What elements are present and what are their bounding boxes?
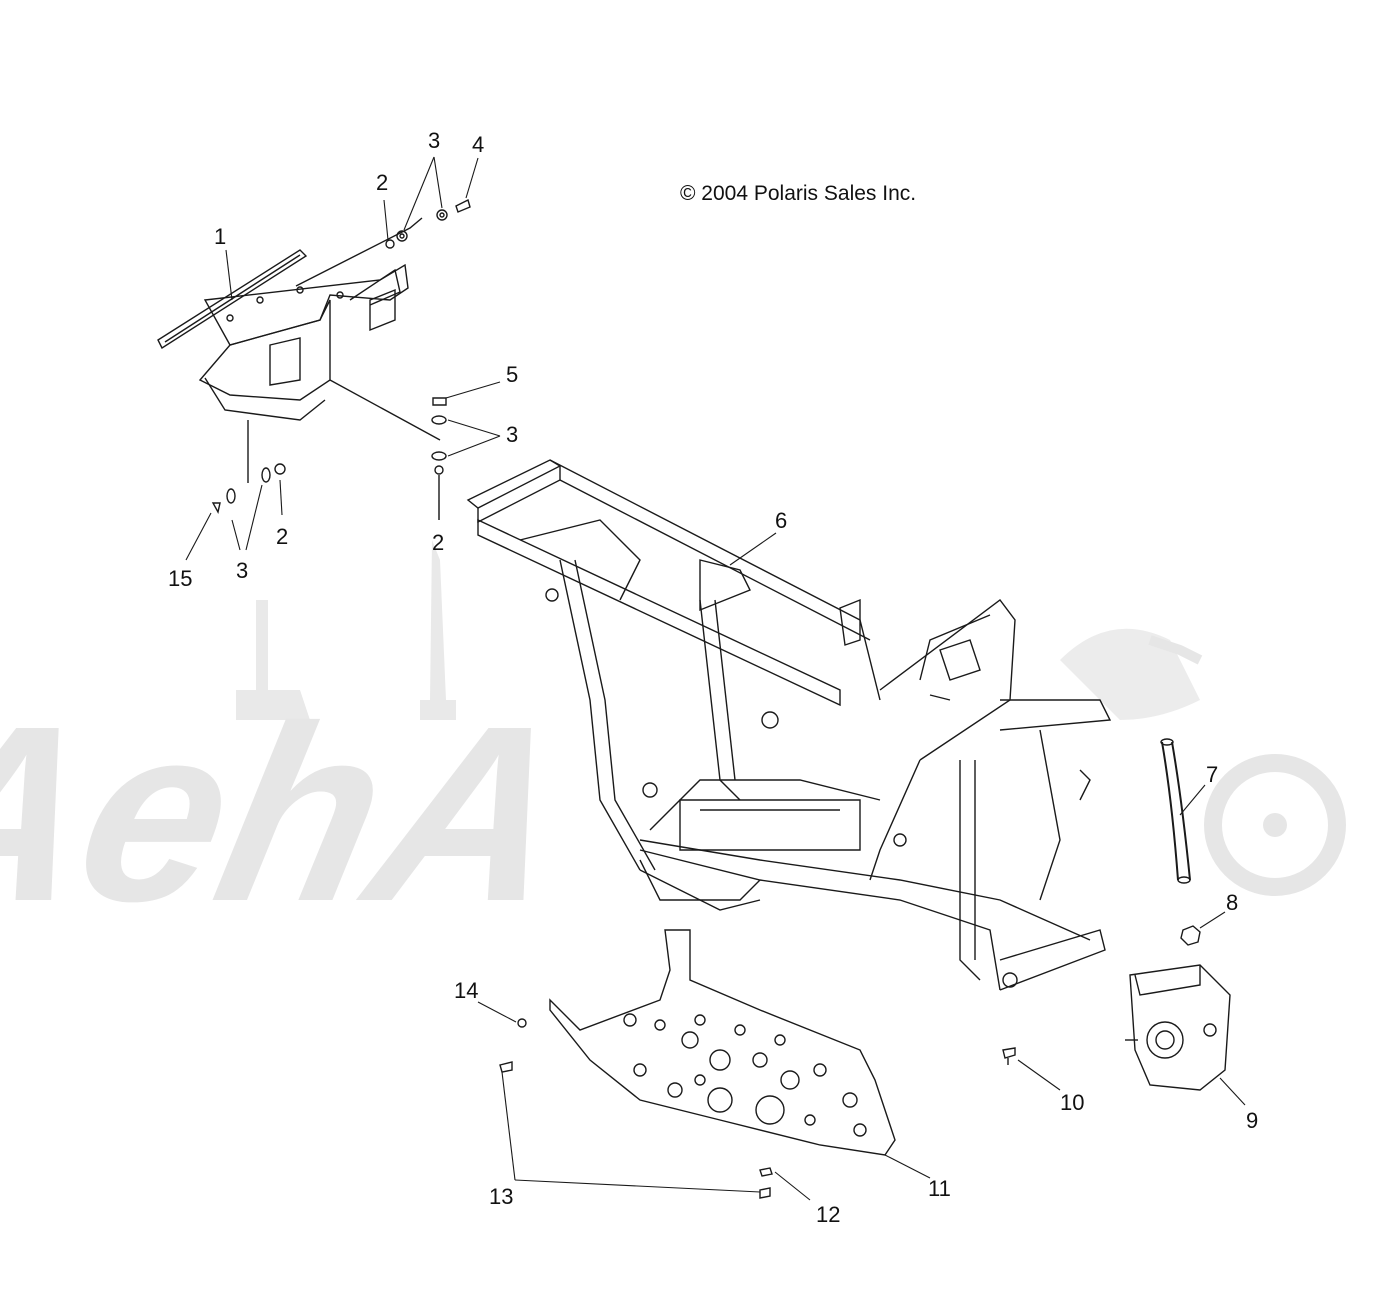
callout-3: 3: [506, 422, 519, 447]
callout-15: 15: [168, 566, 193, 591]
callout-2: 2: [376, 170, 389, 195]
washer-part-12: [759, 1167, 773, 1177]
leader-lines: [185, 156, 1246, 1201]
callout-3: 3: [236, 558, 249, 583]
callout-1: 1: [214, 224, 227, 249]
callout-5: 5: [506, 362, 519, 387]
callout-13: 13: [489, 1184, 514, 1209]
bolt-part-10: [1002, 1047, 1016, 1065]
callout-9: 9: [1246, 1108, 1259, 1133]
callout-3: 3: [428, 128, 441, 153]
callout-4: 4: [472, 132, 485, 157]
gear-case-part-9: [1125, 964, 1231, 1091]
callout-10: 10: [1060, 1090, 1085, 1115]
callout-8: 8: [1226, 890, 1239, 915]
line-art: [157, 156, 1246, 1201]
callout-2: 2: [276, 524, 289, 549]
copyright-notice: © 2004 Polaris Sales Inc.: [680, 182, 917, 205]
callout-11: 11: [928, 1176, 951, 1201]
front-bracket-part-1: [157, 249, 409, 421]
hardware-top: [295, 198, 471, 287]
bolt-part-13a: [759, 1187, 771, 1199]
callout-14: 14: [454, 978, 479, 1003]
callout-7: 7: [1206, 762, 1219, 787]
callout-2: 2: [432, 530, 445, 555]
hardware-left: [211, 420, 286, 514]
watermark-text: AehA: [0, 674, 590, 954]
nut-part-14: [517, 1018, 527, 1028]
callout-12: 12: [816, 1202, 841, 1227]
hose-part-7: [1160, 738, 1191, 884]
hardware-mid: [329, 379, 447, 520]
main-frame-part-6: [466, 459, 1112, 991]
skid-plate-part-11: [549, 929, 896, 1156]
watermark: AehA: [0, 540, 1346, 954]
callout-6: 6: [775, 508, 788, 533]
nut-part-8: [1180, 925, 1201, 946]
bolt-part-13b: [499, 1061, 513, 1073]
